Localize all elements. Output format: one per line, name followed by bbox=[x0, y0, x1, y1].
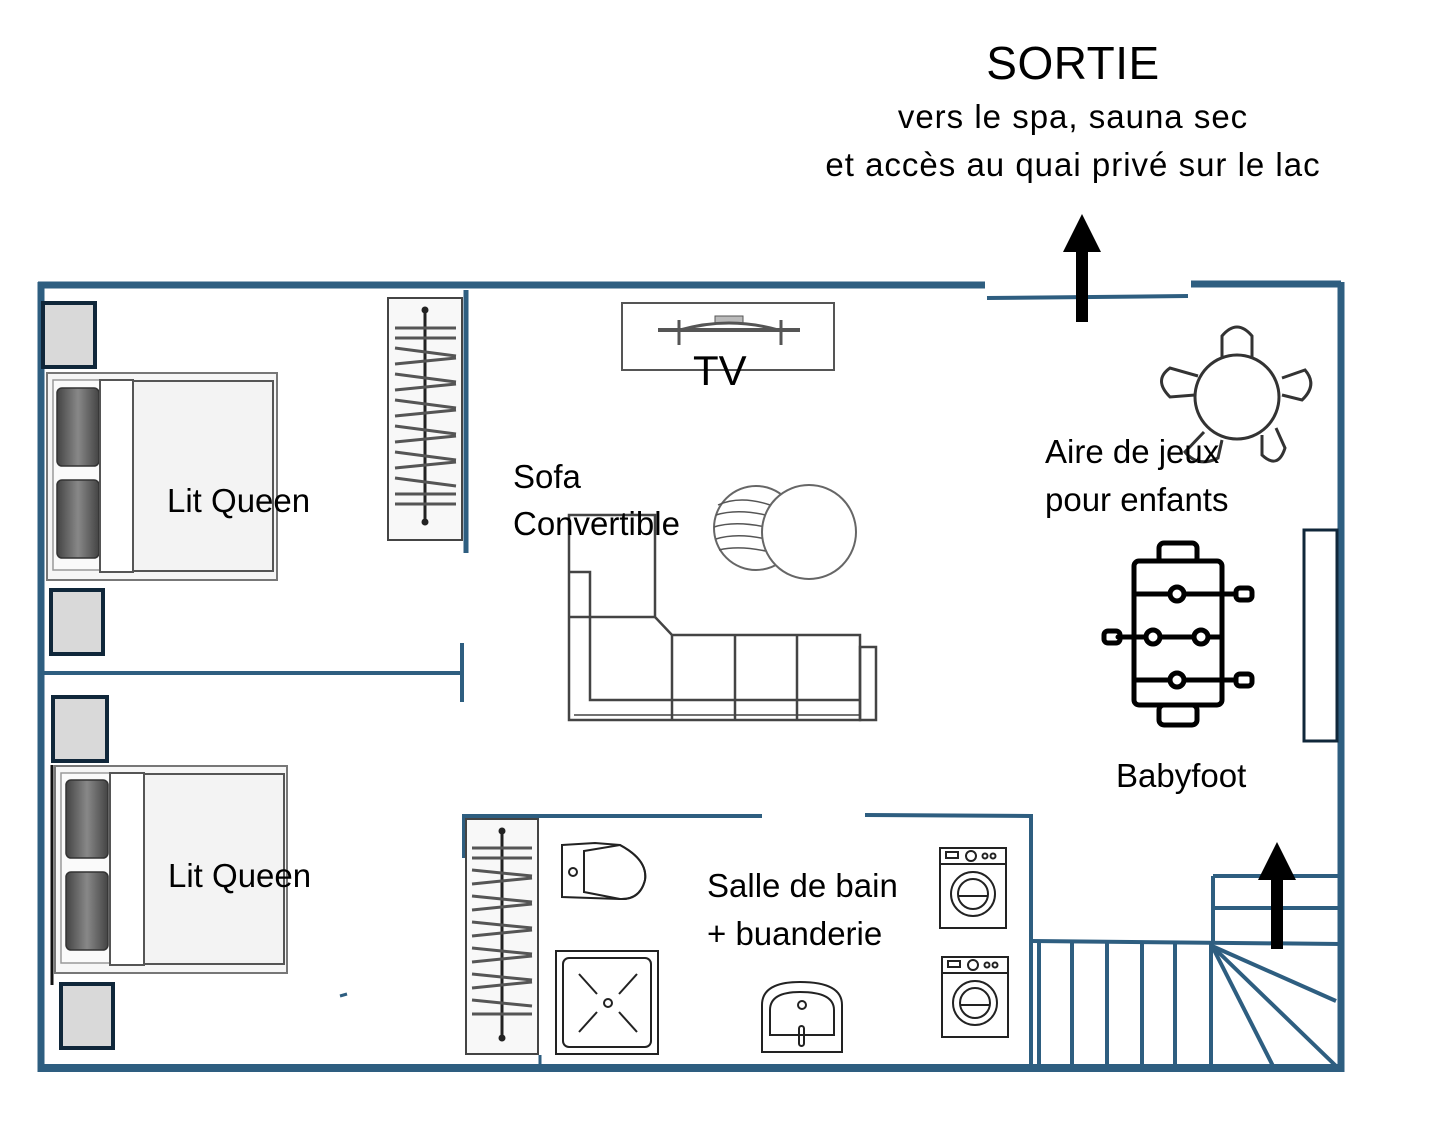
sink-icon bbox=[761, 980, 843, 1053]
staircase-icon bbox=[1031, 874, 1342, 1068]
play-area-label-line1: Aire de jeux bbox=[1045, 433, 1220, 470]
exit-subtitle-line2: et accès au quai privé sur le lac bbox=[825, 146, 1321, 183]
nightstand-icon bbox=[49, 588, 105, 656]
bedroom-top-label: Lit Queen bbox=[167, 482, 311, 519]
nightstand-icon bbox=[41, 301, 97, 369]
bedroom-top bbox=[41, 297, 463, 656]
nightstand-icon bbox=[59, 982, 115, 1050]
washing-machine-icon bbox=[939, 847, 1007, 929]
foosball-table-icon bbox=[1101, 540, 1255, 728]
play-area-label-line2: pour enfants bbox=[1045, 481, 1229, 518]
nightstand-icon bbox=[51, 695, 109, 763]
stairs-arrow-icon bbox=[1258, 842, 1296, 949]
sofa-label-line1: Sofa bbox=[513, 458, 581, 495]
coffee-table-icon bbox=[713, 484, 857, 580]
tv-label: TV bbox=[693, 347, 747, 394]
sectional-sofa-icon bbox=[567, 513, 878, 722]
tv-icon bbox=[621, 302, 835, 371]
bed-icon bbox=[50, 765, 288, 985]
bedroom-bottom-label: Lit Queen bbox=[168, 857, 312, 894]
babyfoot-label: Babyfoot bbox=[1116, 757, 1247, 794]
wardrobe-icon bbox=[465, 818, 539, 1055]
walls bbox=[37, 280, 1345, 1072]
washing-machine-icon bbox=[941, 956, 1009, 1038]
toilet-icon bbox=[561, 841, 647, 901]
bed-icon bbox=[46, 372, 278, 581]
wall-bathroom-top-right bbox=[864, 813, 1032, 818]
wardrobe-icon bbox=[387, 297, 463, 541]
wall-shelf bbox=[1302, 528, 1339, 743]
shower-icon bbox=[555, 950, 659, 1055]
exit-subtitle-line1: vers le spa, sauna sec bbox=[897, 98, 1249, 135]
wall-mark bbox=[339, 992, 348, 998]
bathroom-label-line1: Salle de bain bbox=[707, 867, 898, 904]
bathroom-label-line2: + buanderie bbox=[707, 915, 883, 952]
exit-arrow-icon bbox=[1063, 214, 1101, 322]
round-table-chairs-icon bbox=[1160, 325, 1313, 464]
exit-title: SORTIE bbox=[986, 37, 1160, 89]
sofa-label-line2: Convertible bbox=[513, 505, 680, 542]
bedroom-bottom bbox=[50, 695, 288, 1050]
